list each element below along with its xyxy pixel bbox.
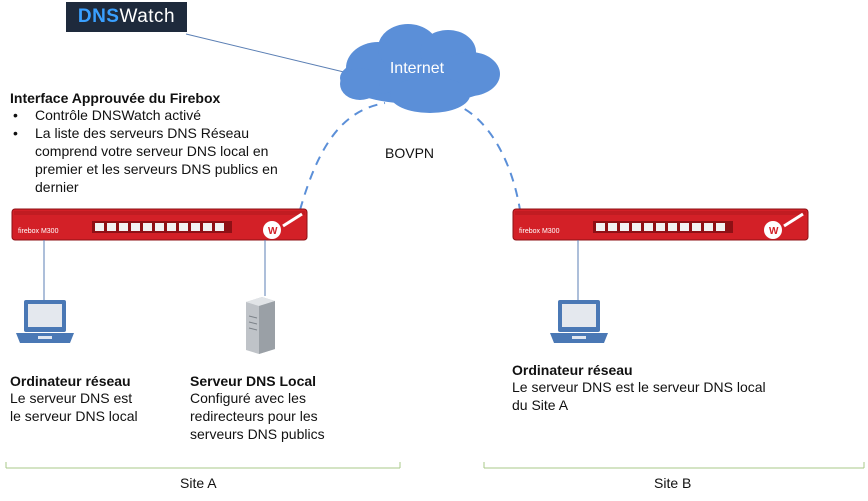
dns-server-line: redirecteurs pour les (190, 408, 318, 424)
dns-server-line: serveurs DNS publics (190, 426, 325, 442)
dnswatch-link (185, 33, 349, 74)
firebox-a-bullets: Contrôle DNSWatch activé La liste des se… (10, 106, 310, 196)
logo-part-watch: Watch (119, 6, 176, 27)
logo-part-dns: DNS (77, 6, 120, 27)
dnswatch-logo: DNSWatch (66, 2, 187, 32)
dns-server-line: Configuré avec les (190, 390, 306, 406)
computer-b-line: du Site A (512, 397, 569, 413)
computer-b-title: Ordinateur réseau (512, 362, 633, 378)
site-a-label: Site A (180, 475, 217, 491)
server-icon (246, 297, 275, 354)
computer-b-line: Le serveur DNS est le serveur DNS local (512, 379, 766, 395)
computer-a-title: Ordinateur réseau (10, 373, 131, 389)
bullet-item: La liste des serveurs DNS Réseau compren… (10, 124, 310, 196)
svg-text:W: W (769, 226, 779, 237)
dns-server-description: Serveur DNS Local Configuré avec les red… (190, 373, 390, 443)
firebox-site-b: W firebox M300 (512, 208, 809, 241)
bullet-item: Contrôle DNSWatch activé (10, 106, 310, 124)
computer-a-line: le serveur DNS local (10, 408, 138, 424)
firebox-site-a: W firebox M300 (11, 208, 308, 241)
internet-label: Internet (389, 60, 445, 77)
site-b-label: Site B (654, 475, 692, 491)
svg-text:firebox M300: firebox M300 (18, 228, 59, 235)
svg-text:W: W (268, 226, 278, 237)
bovpn-label: BOVPN (385, 145, 435, 161)
internet-cloud (340, 24, 500, 113)
computer-a-description: Ordinateur réseau Le serveur DNS est le … (10, 373, 180, 425)
laptop-icon-site-b (550, 300, 608, 343)
firebox-a-description: Interface Approuvée du Firebox Contrôle … (10, 90, 310, 196)
site-b-bracket (483, 462, 865, 469)
laptop-icon-site-a (16, 300, 74, 343)
computer-a-line: Le serveur DNS est (10, 390, 133, 406)
svg-text:firebox M300: firebox M300 (519, 228, 560, 235)
firebox-a-title: Interface Approuvée du Firebox (10, 90, 221, 106)
computer-b-description: Ordinateur réseau Le serveur DNS est le … (512, 362, 852, 414)
site-a-bracket (5, 462, 401, 469)
dns-server-title: Serveur DNS Local (190, 373, 317, 389)
